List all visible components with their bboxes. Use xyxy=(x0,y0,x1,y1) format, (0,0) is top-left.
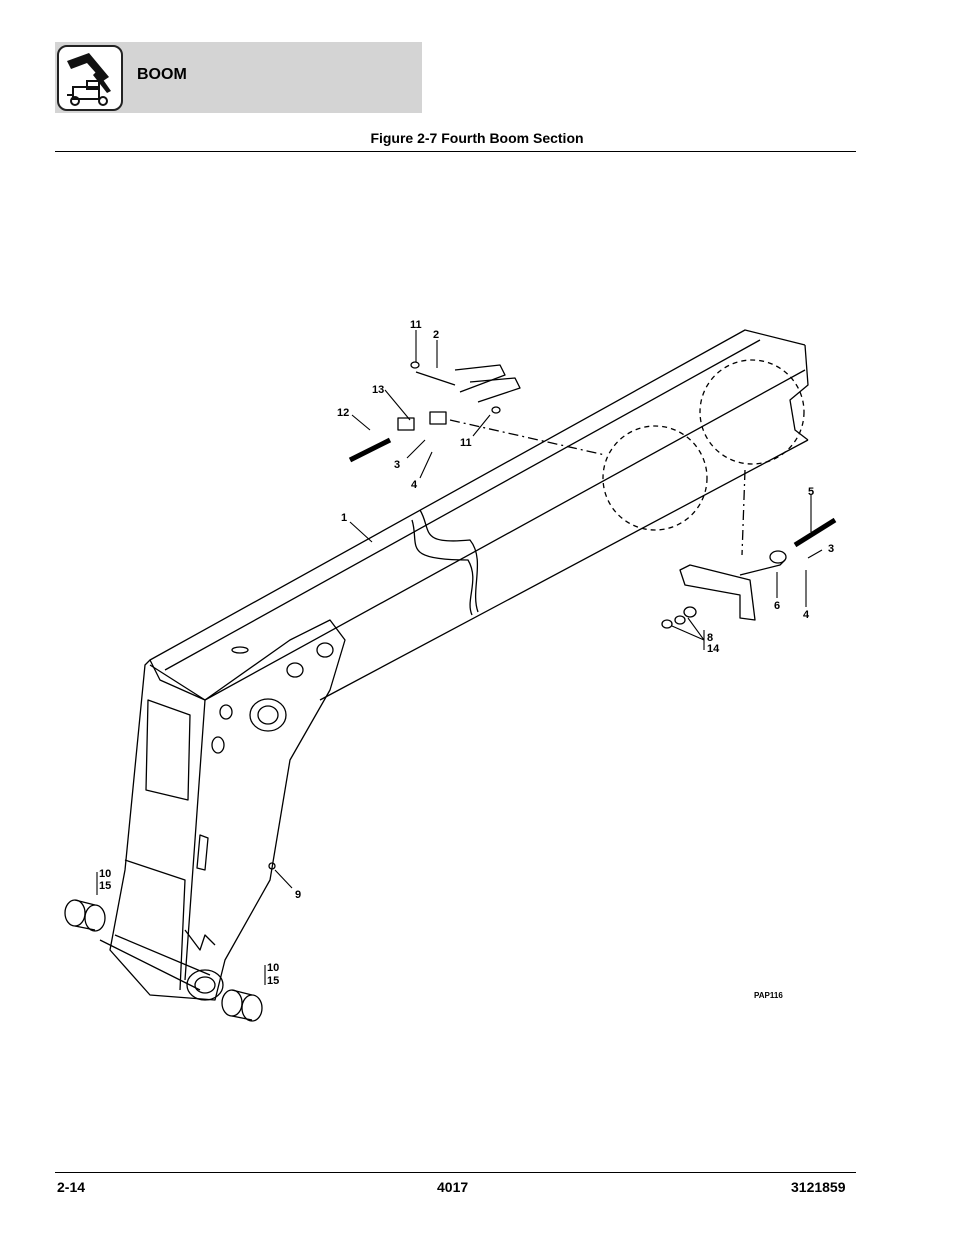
boom-side-lower xyxy=(204,369,806,701)
base-slot xyxy=(145,699,191,801)
callout-4-right: 4 xyxy=(803,609,810,621)
boom-section-icon xyxy=(57,45,123,111)
boom-base-plate xyxy=(124,859,186,991)
manual-number: 3121859 xyxy=(791,1179,846,1195)
model-number: 4017 xyxy=(437,1179,469,1195)
callout-8: 8 xyxy=(707,632,713,644)
callout-5: 5 xyxy=(808,486,814,498)
boom-base-face xyxy=(149,664,206,981)
callout-15-right: 15 xyxy=(267,975,279,987)
callout-13: 13 xyxy=(372,384,384,396)
callout-2: 2 xyxy=(433,329,439,341)
boom-top-edge xyxy=(149,329,806,661)
callout-11-bottom: 11 xyxy=(460,437,472,449)
page-number: 2-14 xyxy=(57,1179,86,1195)
callout-4-left: 4 xyxy=(411,479,418,491)
callout-3-right: 3 xyxy=(828,543,834,555)
boom-base-outline xyxy=(109,619,346,1001)
boom-tip-end xyxy=(789,344,809,441)
header-rule xyxy=(55,151,856,152)
footer-rule xyxy=(55,1172,856,1173)
callout-9: 9 xyxy=(295,889,301,901)
callout-10-left: 10 xyxy=(99,868,111,880)
boom-top-inner xyxy=(164,339,761,671)
boom-bottom xyxy=(319,439,809,701)
callout-3-left: 3 xyxy=(394,459,400,471)
chain-right xyxy=(793,517,837,548)
drawing-id: PAP116 xyxy=(754,991,783,1000)
callout-6: 6 xyxy=(774,600,780,612)
callout-11-top: 11 xyxy=(410,319,422,331)
wear-pad-bracket xyxy=(679,564,756,621)
break-line-right xyxy=(419,509,479,613)
figure-title: Figure 2-7 Fourth Boom Section xyxy=(370,130,584,146)
callout-1: 1 xyxy=(341,512,347,524)
section-title: BOOM xyxy=(137,66,187,83)
callout-15-left: 15 xyxy=(99,880,111,892)
boom-pivot-tube xyxy=(99,939,201,991)
callout-14: 14 xyxy=(707,643,720,655)
pin-2 xyxy=(415,371,456,386)
break-line-left xyxy=(411,519,474,616)
chain-left xyxy=(348,437,392,463)
callout-10-right: 10 xyxy=(267,962,279,974)
callout-12: 12 xyxy=(337,407,349,419)
